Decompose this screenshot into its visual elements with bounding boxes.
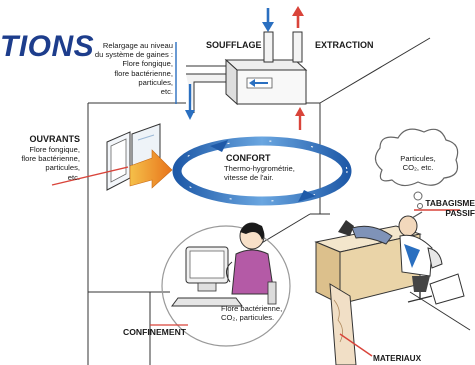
tabagisme-label: TABAGISME PASSIF xyxy=(405,198,475,218)
confort-swirl xyxy=(172,136,352,206)
ouvrants-pointer xyxy=(51,166,129,186)
tabagisme-line: PASSIF xyxy=(445,208,475,218)
relargage-line: Relargage au niveau xyxy=(102,41,173,50)
confort-line: vitesse de l'air. xyxy=(224,173,274,183)
soufflage-label: SOUFFLAGE xyxy=(206,40,262,50)
man-smoking xyxy=(338,209,465,305)
desk xyxy=(314,225,422,305)
woman-figure xyxy=(226,222,277,305)
soufflage-arrow xyxy=(262,8,274,32)
extraction-intake-arrow xyxy=(295,107,305,130)
ouvrants-details: Flore fongique, flore bactérienne, parti… xyxy=(0,145,80,182)
extraction-arrow xyxy=(292,6,304,28)
ventilation-unit xyxy=(224,31,308,106)
ouvrants-line: Flore fongique, xyxy=(29,145,80,154)
confort-title: CONFORT xyxy=(226,153,271,163)
ouvrants-line: etc. xyxy=(67,172,80,182)
materiaux-label: MATERIAUX xyxy=(373,354,422,363)
relargage-line: Flore fongique, xyxy=(122,59,173,69)
ouvrants-arrow xyxy=(129,149,173,189)
relargage-line: du système de gaines : xyxy=(94,50,173,60)
bureau-text: Flore bactérienne, CO₂, particules. xyxy=(221,304,282,322)
confort-details: Thermo-hygrométrie, vitesse de l'air. xyxy=(224,164,295,182)
relargage-line: flore bactérienne, xyxy=(114,68,173,78)
materiaux-wall xyxy=(329,283,373,365)
nuage-line: CO₂, etc. xyxy=(402,163,434,173)
ouvrants-title: OUVRANTS xyxy=(29,134,80,144)
relargage-label: Relargage au niveau du système de gaines… xyxy=(70,41,173,96)
bureau-line: CO₂, particules. xyxy=(221,313,275,323)
ouvrants-line: particules, xyxy=(45,163,80,173)
page-title: TIONS xyxy=(0,30,95,63)
confort-line: Thermo-hygrométrie, xyxy=(224,164,295,173)
bureau-bubble xyxy=(161,225,291,347)
extraction-label: EXTRACTION xyxy=(315,40,374,50)
bureau-line: Flore bactérienne, xyxy=(221,304,283,313)
nuage-line: Particules, xyxy=(400,154,436,163)
relargage-line: particules, xyxy=(138,77,173,87)
smoke-cloud xyxy=(374,128,459,209)
nuage-text: Particules, CO₂, etc. xyxy=(388,154,448,172)
confinement-label: CONFINEMENT xyxy=(123,327,187,337)
room-outline xyxy=(87,37,471,365)
computer xyxy=(171,246,243,307)
ouvrants-line: flore bactérienne, xyxy=(21,154,80,164)
relargage-line: etc. xyxy=(160,87,173,97)
tabagisme-line: TABAGISME xyxy=(425,198,475,208)
